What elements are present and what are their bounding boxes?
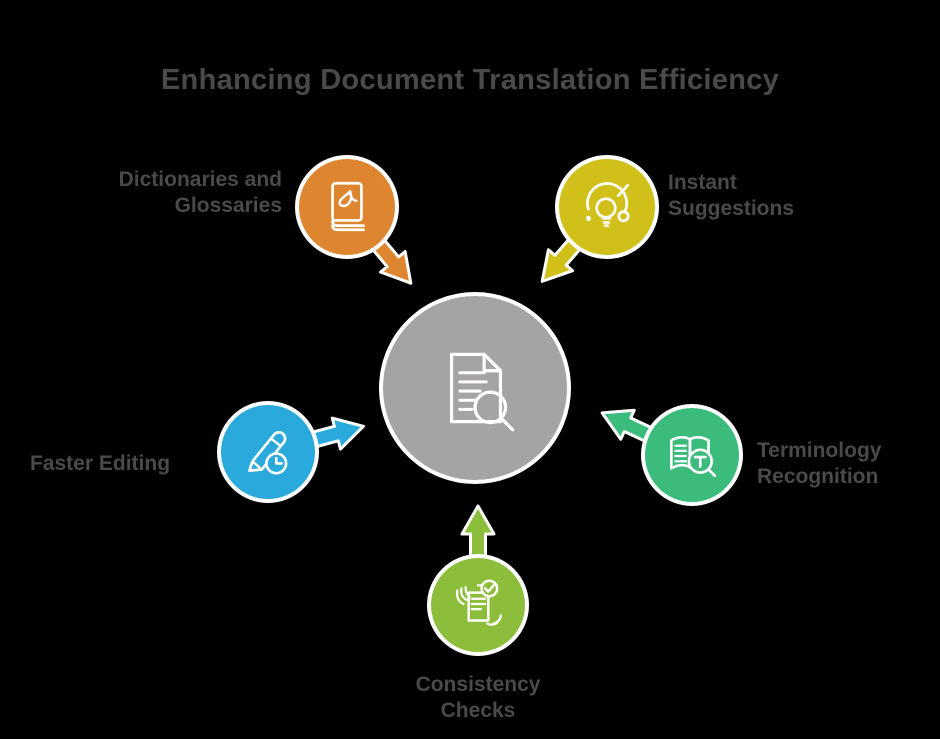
center-circle	[379, 292, 571, 484]
page-title: Enhancing Document Translation Efficienc…	[160, 64, 780, 96]
pencil-clock-icon	[248, 431, 288, 475]
book-icon	[331, 181, 365, 232]
label-dictionaries-glossaries: Dictionaries and Glossaries	[118, 168, 282, 218]
node-suggestions-circle	[555, 155, 659, 259]
node-terminology-circle	[641, 404, 743, 506]
open-book-magnifier-icon	[669, 435, 717, 478]
node-editing-circle	[217, 401, 319, 503]
label-instant-suggestions: Instant Suggestions	[668, 171, 795, 221]
label-faster-editing: Faster Editing	[30, 452, 171, 475]
document-check-hands-icon	[455, 579, 502, 626]
node-dictionaries-circle	[295, 155, 399, 259]
node-consistency-circle	[427, 554, 529, 656]
lightbulb-idea-icon	[585, 182, 630, 227]
label-terminology-recognition: Terminology Recognition	[757, 439, 882, 489]
document-search-icon	[449, 352, 515, 432]
label-consistency-checks: Consistency Checks	[415, 673, 541, 723]
